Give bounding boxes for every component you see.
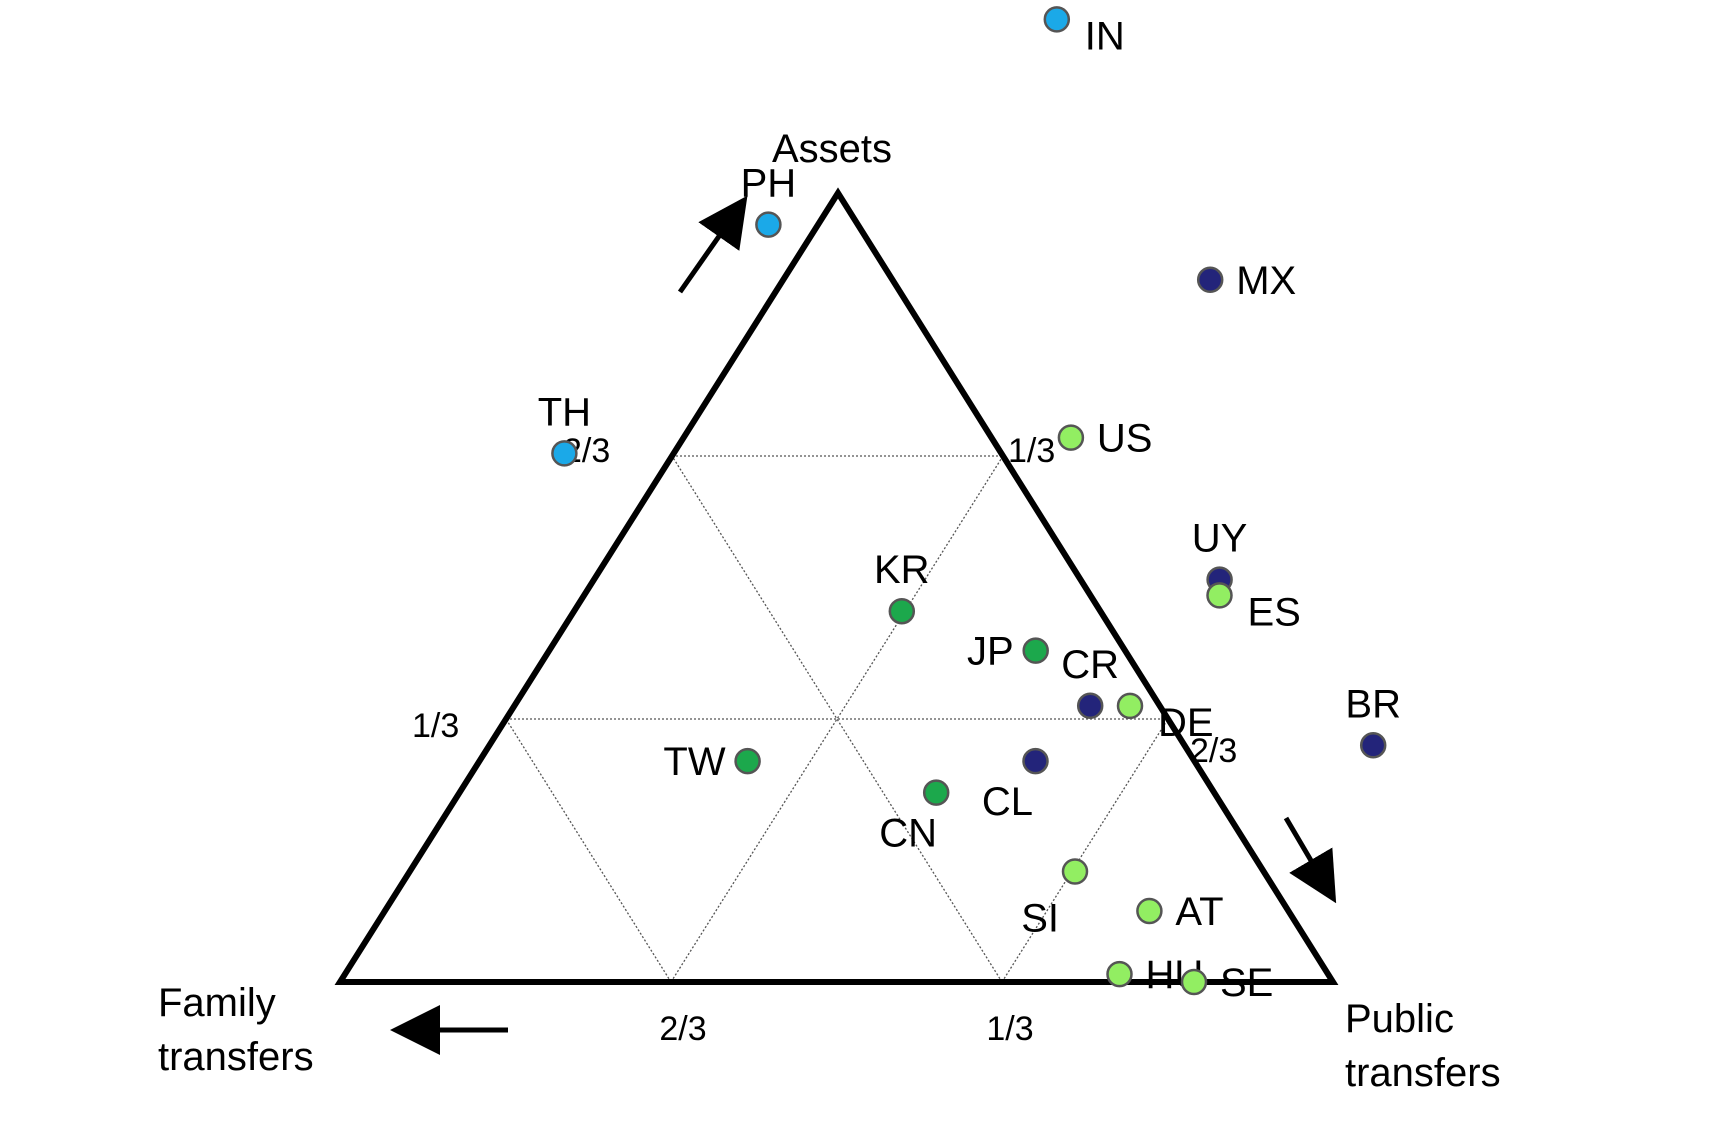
public-arrow: [1283, 816, 1337, 904]
point-label-in: IN: [1085, 14, 1125, 58]
point-hu: [1106, 960, 1133, 988]
point-label-cr: CR: [1061, 643, 1119, 687]
point-kr: [888, 597, 916, 625]
point-label-es: ES: [1248, 590, 1301, 634]
point-br: [1359, 732, 1387, 759]
point-label-kr: KR: [874, 548, 930, 592]
tick-label-right-upper: 1/3: [1008, 432, 1055, 470]
point-label-de: DE: [1158, 701, 1214, 745]
point-label-jp: JP: [967, 630, 1014, 674]
tick-label-right-lower: 2/3: [1190, 732, 1237, 770]
point-label-cl: CL: [982, 780, 1033, 824]
point-tw: [734, 747, 761, 775]
point-label-th: TH: [538, 390, 591, 434]
point-cr: [1076, 692, 1104, 720]
point-es: [1206, 582, 1233, 609]
vertex-label-family-line1: Family: [158, 981, 276, 1025]
point-label-si: SI: [1021, 897, 1059, 941]
point-label-cn: CN: [879, 812, 937, 856]
point-de: [1116, 692, 1144, 720]
assets-arrow: [677, 195, 748, 294]
point-in: [1043, 6, 1071, 33]
point-th: [551, 440, 578, 467]
tick-label-left-lower: 1/3: [412, 707, 459, 745]
point-label-ph: PH: [741, 162, 797, 206]
point-cl: [1022, 747, 1049, 775]
vertex-label-public-line1: Public: [1345, 997, 1454, 1041]
direction-arrows: [390, 195, 1337, 1055]
point-label-at: AT: [1175, 890, 1223, 934]
triangle-frame: [334, 187, 1339, 985]
point-label-se: SE: [1220, 961, 1273, 1005]
point-label-us: US: [1097, 417, 1153, 461]
vertex-label-public-line2: transfers: [1345, 1051, 1501, 1095]
vertex-label-assets: Assets: [772, 127, 892, 171]
grid-line-family-1: [671, 455, 1003, 983]
point-se: [1180, 968, 1208, 996]
vertex-label-family-line2: transfers: [158, 1035, 314, 1079]
point-label-mx: MX: [1236, 259, 1296, 303]
point-label-uy: UY: [1192, 517, 1248, 561]
grid-line-family-2: [505, 718, 672, 983]
point-at: [1136, 897, 1163, 925]
triangle-outline: [334, 187, 1339, 985]
point-si: [1061, 858, 1089, 885]
tick-label-bottom-right: 1/3: [986, 1010, 1033, 1048]
point-ph: [755, 211, 782, 238]
point-jp: [1022, 637, 1049, 664]
triangle-grid: [505, 455, 1169, 983]
tick-label-bottom-left: 2/3: [659, 1010, 706, 1048]
point-label-br: BR: [1345, 682, 1401, 726]
point-mx: [1196, 266, 1224, 294]
point-cn: [922, 779, 950, 806]
point-us: [1057, 424, 1085, 451]
point-label-tw: TW: [663, 740, 725, 784]
